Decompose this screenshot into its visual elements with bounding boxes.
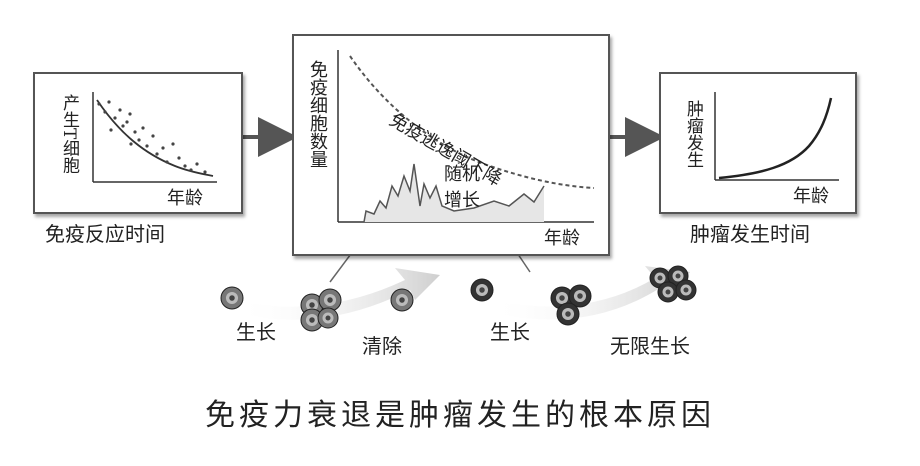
center-y-label: 免疫细胞数量: [307, 60, 328, 168]
scatter-point: [128, 112, 132, 116]
random-growth-area: [364, 164, 544, 222]
threshold-dashed-curve: [349, 55, 595, 189]
scatter-point: [151, 134, 155, 138]
left-y-label: 产生T细胞: [59, 94, 79, 174]
scatter-point: [183, 164, 187, 168]
scatter-point: [113, 116, 117, 120]
scatter-point: [125, 120, 129, 124]
left-plot: [92, 92, 217, 183]
right-x-label: 年龄: [793, 186, 829, 207]
left-caption: 免疫反应时间: [45, 222, 165, 246]
cell-label-clear: 清除: [362, 334, 402, 358]
left-x-label: 年龄: [167, 188, 203, 209]
center-random-label-2: 增长: [444, 190, 480, 211]
left-panel: 产生T细胞 年龄: [33, 72, 243, 214]
right-y-label: 肿瘤发生: [683, 100, 703, 168]
center-panel: 免疫细胞数量 免疫逃逸阈下降 随机 增长 年龄: [292, 34, 610, 256]
center-random-label-1: 随机: [444, 164, 480, 185]
scatter-point: [141, 126, 145, 130]
scatter-point: [103, 110, 107, 114]
tumor-growth-curve: [718, 97, 833, 180]
scatter-point: [97, 102, 101, 106]
scatter-point: [107, 100, 111, 104]
left-decay-curve: [96, 99, 214, 177]
cell-label-unlimited: 无限生长: [610, 334, 690, 358]
scatter-point: [129, 142, 133, 146]
scatter-point: [189, 168, 193, 172]
scatter-point: [195, 162, 199, 166]
right-plot: [714, 92, 839, 181]
scatter-point: [177, 156, 181, 160]
right-panel: 肿瘤发生 年龄: [659, 72, 857, 214]
scatter-point: [121, 124, 125, 128]
scatter-point: [118, 108, 122, 112]
cell-label-grow-1: 生长: [236, 320, 276, 344]
scatter-point: [137, 138, 141, 142]
center-x-label: 年龄: [544, 228, 580, 249]
scatter-point: [165, 160, 169, 164]
cell-label-grow-2: 生长: [490, 320, 530, 344]
main-caption: 免疫力衰退是肿瘤发生的根本原因: [205, 398, 715, 433]
scatter-point: [133, 130, 137, 134]
right-caption: 肿瘤发生时间: [690, 222, 810, 246]
scatter-point: [145, 144, 149, 148]
center-plot: [337, 50, 595, 223]
scatter-point: [171, 142, 175, 146]
swoosh-left: [235, 268, 440, 320]
scatter-point: [161, 146, 165, 150]
scatter-point: [155, 152, 159, 156]
scatter-point: [109, 128, 113, 132]
swoosh-right: [490, 266, 690, 320]
left-scatter: [97, 100, 207, 174]
scatter-point: [203, 170, 207, 174]
random-growth-line: [363, 163, 545, 223]
